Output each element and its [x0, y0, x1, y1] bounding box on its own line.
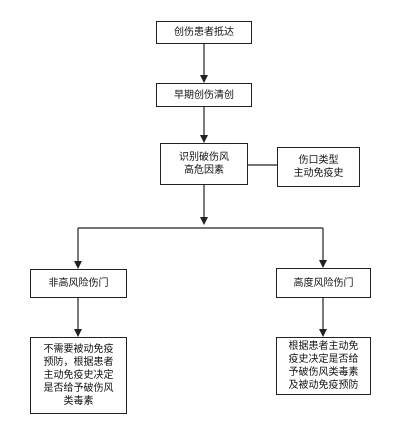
node-identify-risk-factors: 识别破伤风 高危因素	[160, 143, 248, 185]
node-non-high-risk: 非高风险伤门	[30, 269, 127, 298]
node-high-risk: 高度风险伤门	[276, 268, 371, 298]
node-non-high-risk-action: 不需要被动免疫 预防，根据患者 主动免疫史决定 是否给予破伤风 类毒素	[30, 337, 127, 414]
node-early-debridement: 早期创伤清创	[156, 83, 252, 107]
node-high-risk-action: 根据患者主动免 疫史决定是否给 予破伤风类毒素 及被动免疫预防	[276, 337, 371, 395]
node-wound-type-immunization: 伤口类型 主动免疫史	[277, 147, 360, 187]
node-patient-arrival: 创伤患者抵达	[156, 21, 252, 44]
